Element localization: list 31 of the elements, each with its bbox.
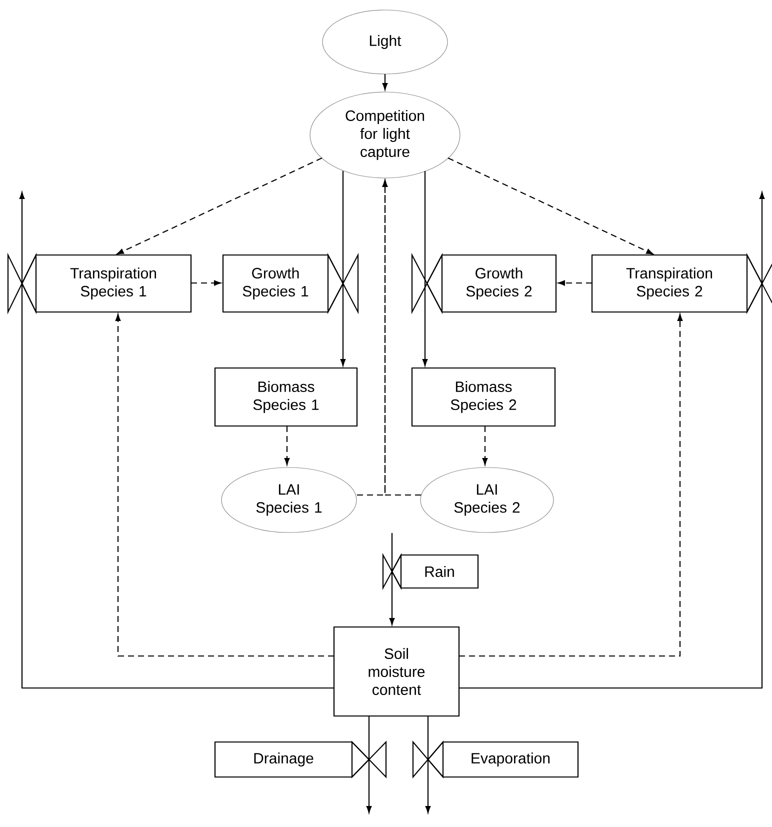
valve-box: Rain (382, 552, 479, 590)
level-box: Soil moisture content (333, 626, 460, 717)
arrow (425, 716, 431, 814)
valve-box: Transpiration Species 2 (591, 252, 772, 314)
arrow (558, 280, 592, 286)
oval-node: LAI Species 2 (420, 467, 554, 533)
arrow (284, 426, 290, 466)
valve-box: Evaporation (412, 740, 579, 778)
arrow (482, 426, 488, 466)
arrow (382, 74, 388, 90)
oval-node: Light (322, 10, 448, 74)
arrow (448, 158, 654, 254)
arrow (366, 716, 372, 814)
valve-box: Transpiration Species 1 (7, 252, 192, 314)
arrow (340, 171, 346, 366)
level-box: Biomass Species 1 (214, 367, 358, 427)
valve-box: Growth Species 2 (411, 252, 557, 314)
oval-node: LAI Species 1 (221, 467, 357, 533)
level-box: Biomass Species 2 (411, 367, 556, 427)
arrow (382, 180, 421, 496)
arrow (459, 192, 765, 689)
arrow (422, 171, 428, 366)
arrow (116, 158, 322, 254)
arrow (19, 192, 334, 689)
arrow (459, 314, 683, 657)
valve-box: Growth Species 1 (222, 252, 359, 314)
oval-node: Competition for light capture (310, 92, 460, 178)
arrow (115, 314, 334, 657)
arrow (191, 280, 222, 286)
valve-box: Drainage (214, 740, 387, 778)
arrow (389, 533, 395, 626)
